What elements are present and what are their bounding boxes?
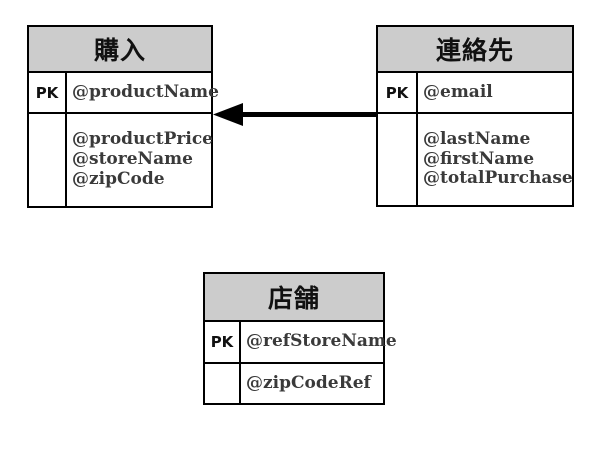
entity-purchase[interactable]: 購入 PK @productName @productPrice @storeN… [27, 25, 219, 208]
entity-store-attributes-cell: @zipCodeRef [241, 364, 383, 403]
entity-store[interactable]: 店舗 PK @refStoreName @zipCodeRef [203, 272, 397, 405]
entity-purchase-attribute-2: @storeName [72, 149, 193, 170]
entity-contact-pk-attribute: @email [423, 81, 493, 102]
entity-contact-attributes-row: @lastName @firstName @totalPurchase [378, 114, 573, 205]
entity-purchase-title: 購入 [29, 27, 211, 73]
entity-store-pk-cell: @refStoreName [241, 322, 397, 362]
entity-contact-title: 連絡先 [378, 27, 572, 73]
entity-store-pk-label: PK [205, 322, 241, 362]
entity-contact-pk-cell: @email [418, 73, 572, 112]
entity-store-attributes-key-cell [205, 364, 241, 403]
entity-purchase-attributes-cell: @productPrice @storeName @zipCode [67, 114, 213, 206]
entity-purchase-attribute-3: @zipCode [72, 168, 165, 189]
entity-contact-pk-label: PK [378, 73, 418, 112]
entity-contact-attribute-1: @lastName [423, 128, 531, 149]
arrowhead-icon [213, 103, 243, 126]
entity-store-attribute-1: @zipCodeRef [246, 372, 371, 393]
entity-contact[interactable]: 連絡先 PK @email @lastName @firstName @tota… [376, 25, 574, 207]
entity-purchase-pk-row: PK @productName [29, 73, 219, 114]
entity-contact-attribute-3: @totalPurchase [423, 168, 573, 189]
entity-store-title: 店舗 [205, 274, 383, 322]
relationship-arrow-contact-to-purchase[interactable] [210, 100, 380, 130]
entity-contact-attribute-2: @firstName [423, 148, 535, 169]
entity-purchase-pk-attribute: @productName [72, 81, 219, 102]
entity-purchase-pk-label: PK [29, 73, 67, 112]
entity-store-pk-row: PK @refStoreName [205, 322, 397, 364]
entity-purchase-attributes-row: @productPrice @storeName @zipCode [29, 114, 213, 206]
entity-contact-pk-row: PK @email [378, 73, 572, 114]
entity-store-attributes-row: @zipCodeRef [205, 364, 383, 403]
entity-store-pk-attribute: @refStoreName [246, 331, 397, 352]
entity-purchase-pk-cell: @productName [67, 73, 219, 112]
entity-contact-attributes-cell: @lastName @firstName @totalPurchase [418, 114, 573, 205]
entity-purchase-attribute-1: @productPrice [72, 129, 213, 150]
entity-contact-attributes-key-cell [378, 114, 418, 205]
entity-purchase-attributes-key-cell [29, 114, 67, 206]
